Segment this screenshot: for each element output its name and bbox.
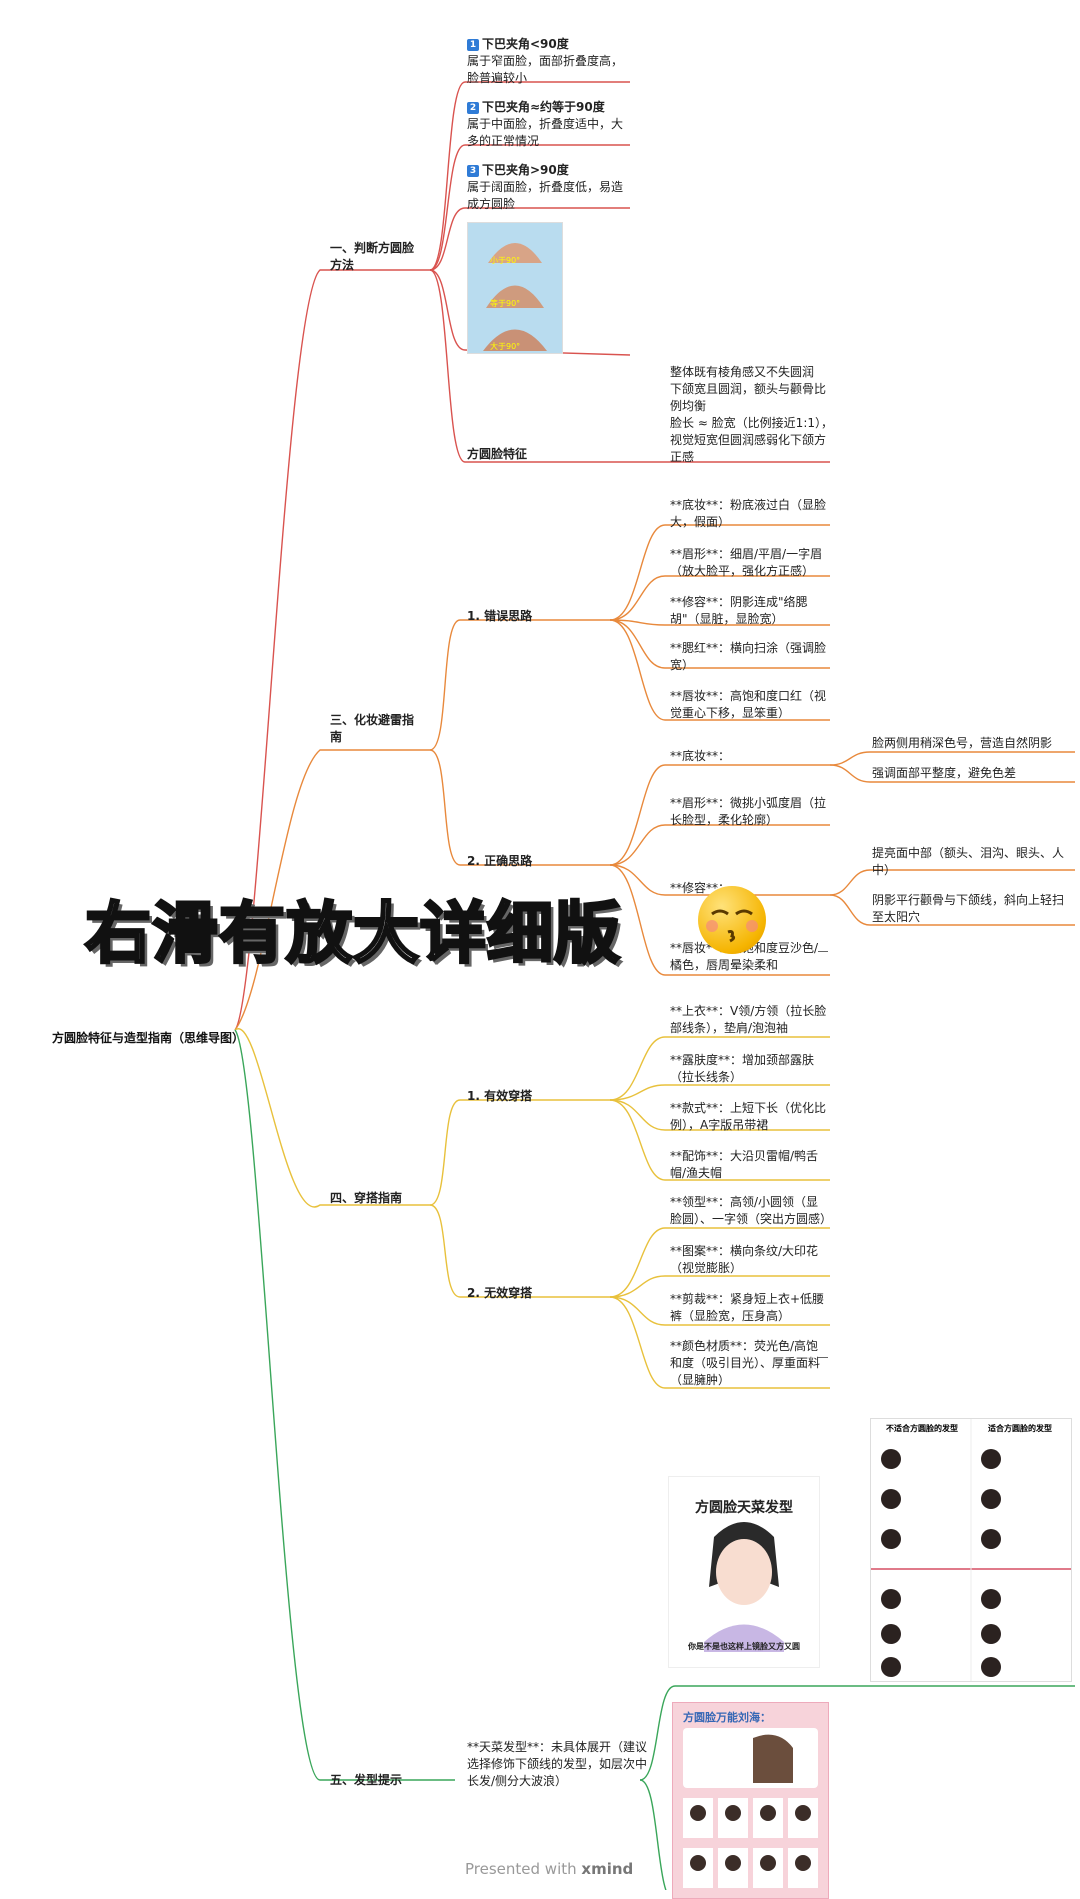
node-hair-desc[interactable]: **天菜发型**：未具体展开（建议选择修饰下颌线的发型，如层次中长发/侧分大波浪… <box>467 1740 648 1788</box>
leaf-base-sub-2[interactable]: 强调面部平整度，避免色差 <box>872 766 1017 780</box>
leaf-bad-color[interactable]: **颜色材质**：荧光色/高饱和度（吸引目光）、厚重面料（显臃肿） <box>670 1339 821 1387</box>
leaf-wrong-blush[interactable]: **腮红**：横向扫涂（强调脸宽） <box>670 641 827 672</box>
node-outfit-bad[interactable]: 2. 无效穿搭 <box>467 1286 533 1300</box>
footer-brand: xmind <box>581 1860 634 1878</box>
branch-makeup-guide[interactable]: 三、化妆避雷指南 <box>330 713 415 744</box>
leaf-right-base[interactable]: **底妆**： <box>670 749 731 763</box>
leaf-wrong-contour[interactable]: **修容**：阴影连成"络腮胡"（显脏，显脸宽） <box>670 595 808 626</box>
kissing-face-emoji-icon <box>698 886 766 954</box>
poster-title: 方圆脸天菜发型 <box>695 1500 793 1516</box>
node-desc: 属于窄面脸，面部折叠度高，脸普遍较小 <box>467 54 624 85</box>
poster-header: 适合方圆脸的发型 <box>988 1424 1052 1433</box>
leaf-good-skin[interactable]: **露肤度**：增加颈部露肤（拉长线条） <box>670 1053 815 1084</box>
poster-title: 方圆脸万能刘海： <box>683 1711 771 1724</box>
leaf-good-top[interactable]: **上衣**：V领/方领（拉长脸部线条），垫肩/泡泡袖 <box>670 1004 827 1035</box>
node-title: 下巴夹角<90度 <box>482 37 569 51</box>
root-topic[interactable]: 方圆脸特征与造型指南（思维导图） <box>52 1031 245 1045</box>
presented-with-footer: Presented with xmind <box>465 1860 633 1878</box>
node-title: 下巴夹角≈约等于90度 <box>482 100 605 114</box>
leaf-contour-sub-2[interactable]: 阴影平行颧骨与下颌线，斜向上轻扫至太阳穴 <box>872 893 1065 924</box>
swipe-hint-overlay: 右滑有放大详细版 <box>84 894 622 974</box>
angle-label: 等于90° <box>490 299 521 308</box>
leaf-wrong-lip[interactable]: **唇妆**：高饱和度口红（视觉重心下移，显笨重） <box>670 689 827 720</box>
bangs-grid-icon <box>683 1728 818 1888</box>
branch-outfit-guide[interactable]: 四、穿搭指南 <box>330 1191 403 1205</box>
more-icon[interactable] <box>818 951 828 953</box>
node-outfit-good[interactable]: 1. 有效穿搭 <box>467 1089 533 1103</box>
leaf-bad-pattern[interactable]: **图案**：横向条纹/大印花（视觉膨胀） <box>670 1244 819 1275</box>
number-badge: 3 <box>467 165 479 177</box>
leaf-base-sub-1[interactable]: 脸两侧用稍深色号，营造自然阴影 <box>872 736 1053 750</box>
leaf-good-accessory[interactable]: **配饰**：大沿贝雷帽/鸭舌帽/渔夫帽 <box>670 1149 819 1180</box>
leaf-contour-sub-1[interactable]: 提亮面中部（额头、泪沟、眼头、人中） <box>872 846 1065 877</box>
node-title: 下巴夹角>90度 <box>482 163 569 177</box>
face-illustration-icon <box>704 1522 784 1652</box>
hair-poster-3[interactable]: 方圆脸万能刘海： <box>672 1702 829 1899</box>
footer-prefix: Presented with <box>465 1860 577 1878</box>
branch-judge-method[interactable]: 一、判断方圆脸方法 <box>330 241 415 272</box>
number-badge: 2 <box>467 102 479 114</box>
leaf-good-style[interactable]: **款式**：上短下长（优化比例），A字版吊带裙 <box>670 1101 827 1132</box>
node-makeup-right[interactable]: 2. 正确思路 <box>467 854 533 868</box>
leaf-right-brow[interactable]: **眉形**：微挑小弧度眉（拉长脸型，柔化轮廓） <box>670 796 827 827</box>
chin-angle-image: 小于90° 等于90° 大于90° <box>467 222 563 354</box>
leaf-wrong-base[interactable]: **底妆**：粉底液过白（显脸大，假面） <box>670 498 827 529</box>
chin-shapes-icon <box>483 243 547 351</box>
leaf-bad-collar[interactable]: **领型**：高领/小圆领（显脸圆）、一字领（突出方圆感） <box>670 1195 833 1226</box>
node-feature[interactable]: 方圆脸特征 <box>467 447 528 461</box>
number-badge: 1 <box>467 39 479 51</box>
leaf-bad-cut[interactable]: **剪裁**：紧身短上衣+低腰裤（显脸宽，压身高） <box>670 1292 825 1323</box>
poster-caption: 你是不是也这样上镜脸又方又圆 <box>688 1642 800 1651</box>
node-feature-desc[interactable]: 整体既有棱角感又不失圆润 下颌宽且圆润，额头与颧骨比例均衡 脸长 ≈ 脸宽（比例… <box>670 365 833 464</box>
branch-hair-tips[interactable]: 五、发型提示 <box>330 1773 403 1787</box>
hair-poster-2[interactable]: 不适合方圆脸的发型 适合方圆脸的发型 <box>870 1418 1072 1682</box>
angle-label: 大于90° <box>490 342 521 351</box>
node-desc: 属于中面脸，折叠度适中，大多的正常情况 <box>467 117 624 148</box>
node-makeup-wrong[interactable]: 1. 错误思路 <box>467 609 533 623</box>
node-desc: 属于阔面脸，折叠度低，易造成方圆脸 <box>467 180 624 211</box>
more-icon[interactable] <box>818 1357 828 1359</box>
poster-header: 不适合方圆脸的发型 <box>886 1424 958 1433</box>
hair-poster-1[interactable]: 方圆脸天菜发型 你是不是也这样上镜脸又方又圆 <box>668 1476 820 1668</box>
hairstyle-grid-icon <box>871 1419 1071 1681</box>
angle-label: 小于90° <box>490 256 521 265</box>
leaf-wrong-brow[interactable]: **眉形**：细眉/平眉/一字眉（放大脸平，强化方正感） <box>670 547 823 578</box>
